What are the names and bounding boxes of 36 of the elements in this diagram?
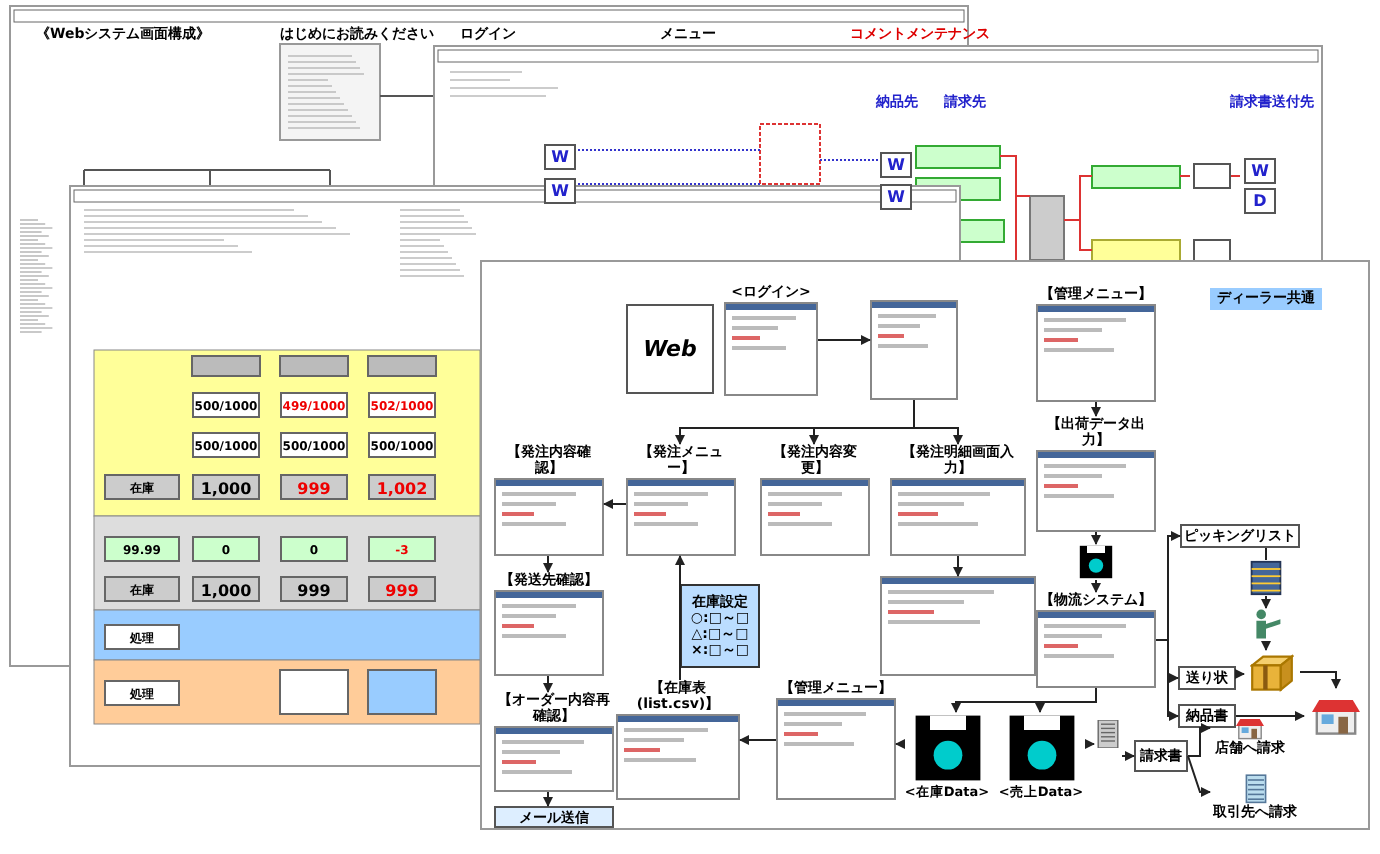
letter-tile: W [880,152,912,178]
table-cell: 1,000 [192,576,260,602]
arrow [1299,671,1341,689]
arrow [1091,401,1101,417]
arrow [1091,531,1101,545]
arrow [543,791,553,807]
arrow [1235,669,1245,679]
arrow [675,555,685,681]
letter-tile: D [1244,188,1276,214]
arrow [1035,687,1097,713]
arrow [1187,755,1211,797]
arrow [543,555,553,573]
arrow [543,675,553,693]
arrow [913,399,963,445]
letter-tile: W [880,184,912,210]
arrow [1091,579,1101,593]
arrow [817,335,871,345]
table-cell: 1,000 [192,474,260,500]
letter-tile: W [544,178,576,204]
arrow [1187,723,1211,757]
letter-tile: W [1244,158,1276,184]
process-box: Web [626,304,714,394]
arrow [603,499,627,509]
arrow [1235,711,1305,721]
arrow [739,735,777,745]
arrow [953,555,963,577]
table-cell: 1,002 [368,474,436,500]
arrow [1085,739,1095,749]
arrow [895,739,905,749]
table-cell: 999 [368,576,436,602]
arrow [1261,595,1271,609]
table-cell: 999 [280,474,348,500]
arrow [1261,641,1271,651]
letter-tile: W [544,144,576,170]
arrow [1121,751,1135,761]
table-cell: 999 [280,576,348,602]
